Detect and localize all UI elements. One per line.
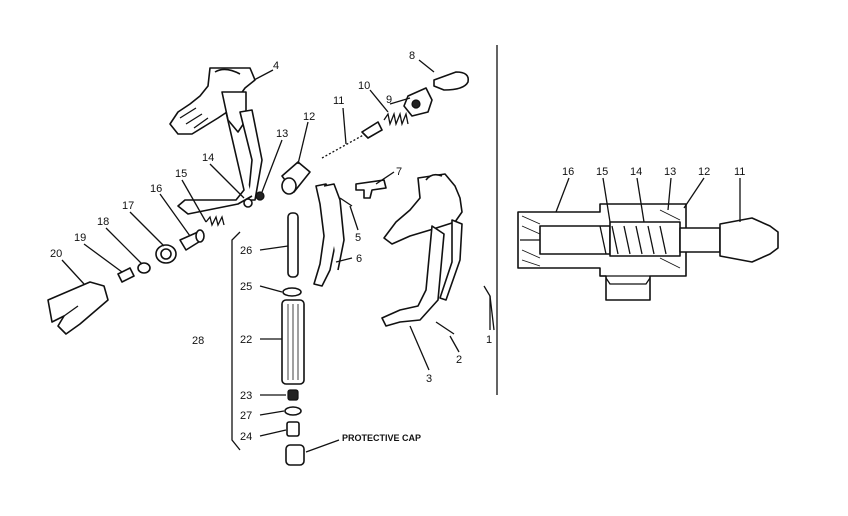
section-label-13: 13: [664, 166, 676, 178]
part-16-sleeve: [179, 229, 205, 251]
part-11-needle: [321, 121, 383, 159]
part-1-clip: [483, 285, 495, 331]
part-3-gun-body: [381, 173, 463, 327]
bracket-28: [231, 231, 241, 451]
part-25-oring: [282, 287, 302, 297]
part-22-filter: [281, 299, 305, 385]
label-27: 27: [240, 410, 252, 422]
label-7: 7: [396, 166, 402, 178]
label-26: 26: [240, 245, 252, 257]
part-2-screw: [435, 321, 455, 335]
label-6: 6: [356, 253, 362, 265]
label-5: 5: [355, 232, 361, 244]
label-4: 4: [273, 60, 279, 72]
label-19: 19: [74, 232, 86, 244]
label-18: 18: [97, 216, 109, 228]
part-20-nozzle-cap: [47, 281, 109, 335]
part-labels: 1 2 3 4 5 6 7 8 9 10 11 12 13 14 15 16 1…: [50, 50, 745, 443]
part-5-pin: [339, 197, 353, 207]
label-protective-cap: PROTECTIVE CAP: [342, 433, 421, 443]
part-14-ball: [243, 198, 253, 208]
section-label-12: 12: [698, 166, 710, 178]
label-28: 28: [192, 335, 204, 347]
label-17: 17: [122, 200, 134, 212]
part-24-fitting: [286, 421, 300, 437]
part-26-pin: [287, 212, 299, 278]
label-14: 14: [202, 152, 214, 164]
label-11: 11: [333, 95, 344, 107]
part-7-hook: [355, 179, 387, 199]
part-10-spring: [383, 111, 409, 127]
label-1: 1: [486, 334, 492, 346]
label-24: 24: [240, 431, 252, 443]
label-8: 8: [409, 50, 415, 62]
cross-section-assembly: [517, 203, 779, 301]
part-8-knob: [433, 71, 470, 91]
part-4-gun-body: [169, 67, 263, 215]
label-9: 9: [386, 94, 392, 106]
part-23-spring: [287, 389, 299, 401]
part-19-bushing: [117, 267, 135, 283]
label-15: 15: [175, 168, 187, 180]
section-label-15: 15: [596, 166, 608, 178]
section-label-16: 16: [562, 166, 574, 178]
part-27-oring: [284, 406, 302, 416]
label-13: 13: [276, 128, 288, 140]
section-label-11: 11: [734, 166, 745, 178]
label-12: 12: [303, 111, 315, 123]
label-10: 10: [358, 80, 370, 92]
part-17-ring: [155, 244, 177, 264]
part-15-spring: [205, 215, 225, 227]
label-16: 16: [150, 183, 162, 195]
protective-cap-part: [285, 444, 305, 466]
section-label-14: 14: [630, 166, 642, 178]
leader-lines: [61, 59, 741, 453]
label-23: 23: [240, 390, 252, 402]
part-12-housing: [281, 161, 311, 195]
part-18-washer: [137, 262, 151, 274]
label-25: 25: [240, 281, 252, 293]
label-2: 2: [456, 354, 462, 366]
label-3: 3: [426, 373, 432, 385]
part-6-trigger: [313, 183, 345, 287]
part-9-nut: [403, 87, 433, 117]
part-13-washer: [255, 191, 265, 201]
label-22: 22: [240, 334, 252, 346]
label-20: 20: [50, 248, 62, 260]
